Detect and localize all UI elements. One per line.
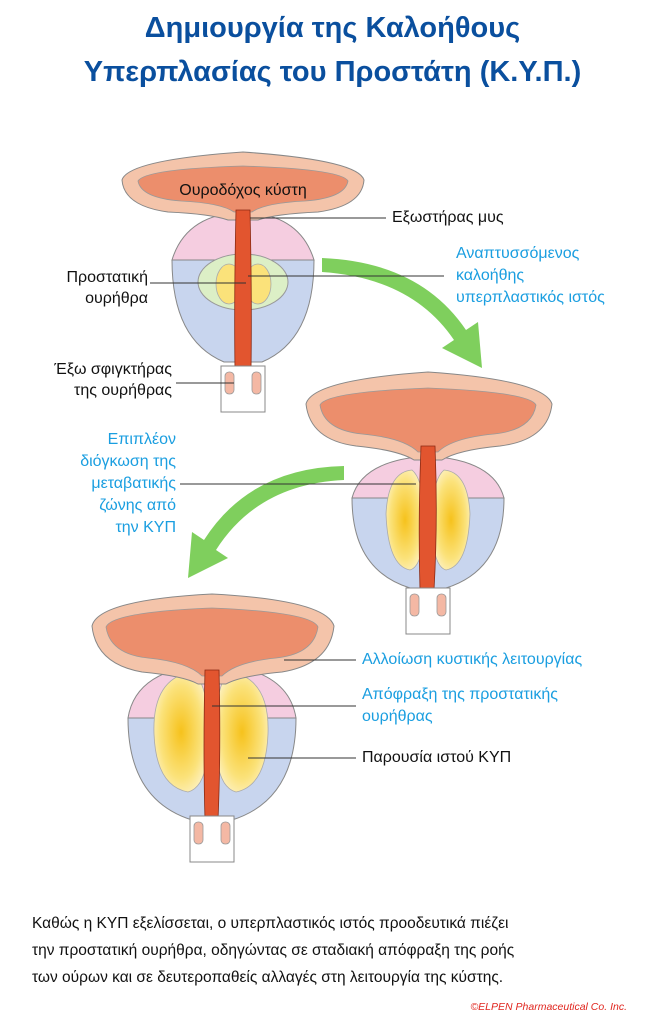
caption-line3: των ούρων και σε δευτεροπαθείς αλλαγές σ… bbox=[32, 969, 504, 986]
label-bph-tissue: Παρουσία ιστού ΚΥΠ bbox=[362, 749, 512, 766]
stage-1-prostate bbox=[121, 151, 365, 413]
caption-line1: Καθώς η ΚΥΠ εξελίσσεται, ο υπερπλαστικός… bbox=[32, 915, 509, 932]
progress-arrow-2 bbox=[188, 466, 344, 578]
caption: Καθώς η ΚΥΠ εξελίσσεται, ο υπερπλαστικός… bbox=[32, 910, 642, 991]
label-developing-line2: καλοήθης bbox=[456, 267, 525, 284]
page-title-line1: Δημιουργία της Καλοήθους bbox=[144, 12, 521, 44]
caption-line2: την προστατική ουρήθρα, οδηγώντας σε στα… bbox=[32, 942, 515, 959]
stage-3-prostate bbox=[91, 593, 335, 863]
label-further-line5: την ΚΥΠ bbox=[115, 519, 176, 536]
label-developing-line1: Αναπτυσσόμενος bbox=[456, 245, 580, 262]
label-bladder: Ουροδόχος κύστη bbox=[179, 182, 307, 199]
label-sphincter-line2: της ουρήθρας bbox=[74, 382, 172, 399]
stage-2-prostate bbox=[305, 371, 553, 635]
label-sphincter-line1: Έξω σφιγκτήρας bbox=[54, 361, 172, 378]
label-detrusor: Εξωστήρας μυς bbox=[392, 209, 504, 226]
label-urethra-line1: Προστατική bbox=[66, 269, 148, 286]
label-urethra-line2: ουρήθρα bbox=[85, 290, 148, 307]
label-bladder-function: Αλλοίωση κυστικής λειτουργίας bbox=[362, 651, 583, 668]
label-further-line3: μεταβατικής bbox=[91, 475, 176, 492]
progress-arrow-1 bbox=[322, 258, 482, 368]
label-obstruction-line1: Απόφραξη της προστατικής bbox=[362, 686, 558, 703]
label-further-line2: διόγκωση της bbox=[80, 453, 176, 470]
label-obstruction-line2: ουρήθρας bbox=[362, 708, 433, 725]
label-developing-line3: υπερπλαστικός ιστός bbox=[456, 289, 605, 306]
leader-lines bbox=[150, 217, 444, 759]
label-further-line1: Επιπλέον bbox=[107, 431, 176, 448]
label-further-line4: ζώνης από bbox=[99, 497, 176, 514]
copyright: ©ELPEN Pharmaceutical Co. Inc. bbox=[470, 1001, 627, 1013]
page-title-line2: Υπερπλασίας του Προστάτη (Κ.Υ.Π.) bbox=[83, 56, 582, 88]
